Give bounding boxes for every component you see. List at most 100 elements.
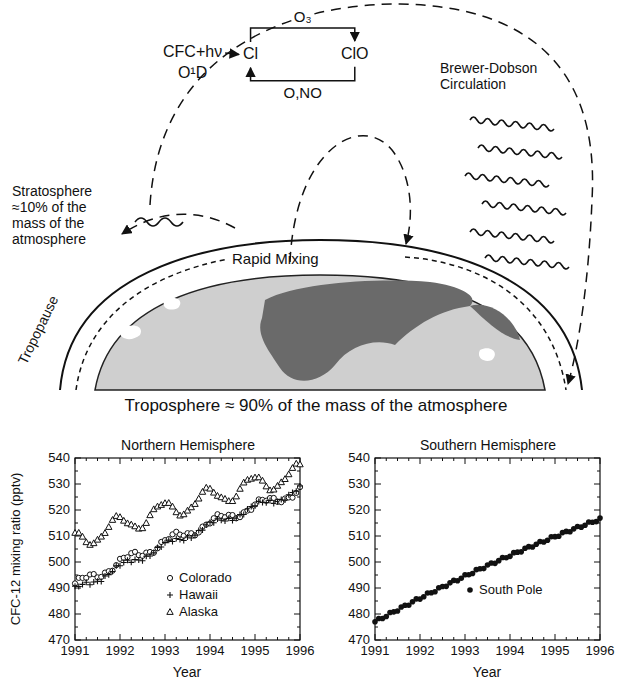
tick-label: 1993 — [151, 644, 180, 659]
tick-label: 520 — [348, 503, 370, 518]
tick — [375, 588, 381, 589]
tick — [198, 637, 199, 640]
tick — [277, 637, 278, 640]
marker-plus — [98, 578, 104, 584]
tick — [375, 614, 381, 615]
tick — [375, 640, 381, 641]
marker-triangle — [166, 500, 172, 506]
tick — [543, 458, 544, 461]
tick — [594, 458, 600, 459]
tick — [597, 471, 600, 472]
wave — [470, 117, 554, 131]
land — [260, 281, 472, 381]
tick-label: 1992 — [406, 644, 435, 659]
tropopause-line — [76, 259, 228, 390]
tick — [375, 601, 378, 602]
marker-plus — [297, 483, 303, 489]
tick — [566, 458, 567, 461]
plot-frame — [75, 458, 300, 640]
axis-ticks — [75, 458, 600, 640]
tick — [297, 471, 300, 472]
chemical-species: Cl — [240, 42, 261, 67]
circulation-label: Brewer-Dobson Circulation — [440, 60, 548, 92]
marker-triangle — [102, 530, 108, 536]
tick — [75, 549, 78, 550]
tick — [597, 575, 600, 576]
tick — [210, 634, 211, 640]
tick — [487, 458, 488, 461]
tick — [210, 458, 211, 464]
species-text: O¹D — [163, 63, 222, 84]
tick — [266, 458, 267, 461]
tick — [375, 549, 378, 550]
marker-plus — [117, 563, 123, 569]
species-text: ClO — [341, 44, 369, 65]
tick — [597, 601, 600, 602]
legend-label: Hawaii — [179, 588, 218, 603]
wave — [465, 173, 549, 187]
marker-triangle — [117, 514, 123, 520]
tick-label: 510 — [48, 529, 70, 544]
marker-triangle — [196, 495, 202, 501]
tick — [297, 549, 300, 550]
marker-plus — [158, 544, 164, 550]
tick — [86, 637, 87, 640]
tick — [294, 588, 300, 589]
tick — [266, 637, 267, 640]
tick — [375, 458, 381, 459]
marker-plus — [167, 592, 173, 598]
tick — [108, 637, 109, 640]
tick — [288, 637, 289, 640]
tick-label: 540 — [348, 451, 370, 466]
marker-triangle — [169, 503, 175, 509]
tick — [555, 634, 556, 640]
marker-triangle — [143, 520, 149, 526]
marker-plus — [110, 569, 116, 575]
tick — [600, 634, 601, 640]
tick — [465, 634, 466, 640]
tick — [597, 497, 600, 498]
marker-plus — [170, 539, 176, 545]
tick — [594, 614, 600, 615]
tick-label: 500 — [348, 555, 370, 570]
species-text: CFC+hν — [163, 42, 222, 63]
tick — [176, 458, 177, 461]
reactant-group: CFC+hνO¹D — [160, 40, 225, 86]
tick-label: 1995 — [541, 644, 570, 659]
marker-triangle — [106, 524, 112, 530]
tick — [375, 575, 378, 576]
tick — [594, 484, 600, 485]
tick — [277, 458, 278, 461]
reaction-arrow — [251, 67, 355, 81]
marker-plus — [102, 573, 108, 579]
marker-circle — [151, 550, 156, 555]
tick — [198, 458, 199, 461]
connectors — [225, 28, 355, 81]
tick — [476, 458, 477, 461]
tick — [375, 471, 378, 472]
tick — [442, 637, 443, 640]
marker-triangle — [147, 512, 153, 518]
tick — [153, 458, 154, 461]
tick — [294, 640, 300, 641]
wave — [470, 229, 554, 243]
tick — [75, 458, 81, 459]
tick — [375, 536, 381, 537]
tick — [510, 634, 511, 640]
tick-label: 540 — [48, 451, 70, 466]
tick — [294, 614, 300, 615]
tick — [86, 458, 87, 461]
tick — [75, 601, 78, 602]
tick — [75, 634, 76, 640]
region-note: Stratosphere ≈10% of the mass of the atm… — [12, 183, 116, 247]
tick — [255, 634, 256, 640]
tick — [555, 458, 556, 464]
marker-triangle — [259, 477, 265, 483]
chart-title: Southern Hemisphere — [420, 437, 556, 453]
tick — [75, 627, 78, 628]
tick — [165, 634, 166, 640]
tick — [294, 536, 300, 537]
tick — [75, 614, 81, 615]
species-text: Cl — [243, 44, 258, 65]
